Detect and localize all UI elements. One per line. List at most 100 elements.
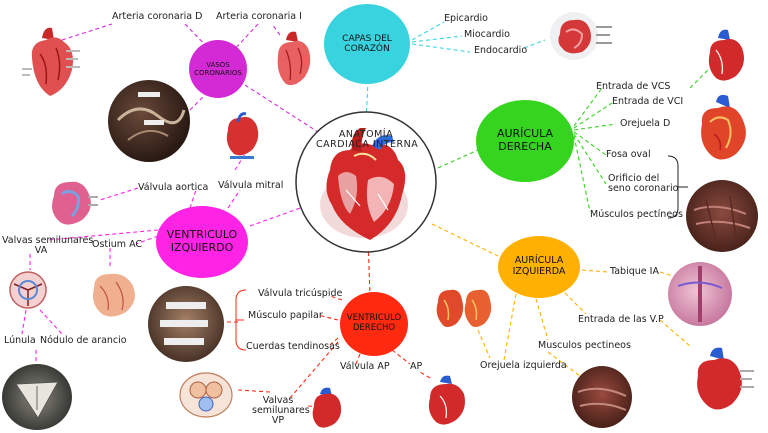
heart-illustration-icon bbox=[550, 12, 612, 60]
label-musculo-papilar: Músculo papilar bbox=[248, 310, 323, 321]
heart-illustration-icon bbox=[701, 94, 746, 160]
connector-aortica bbox=[189, 189, 197, 209]
label-valvula-aortica: Válvula aortica bbox=[138, 182, 209, 193]
connector-pectineos-i bbox=[533, 291, 549, 341]
heart-illustration-icon bbox=[52, 181, 98, 225]
label-valvula-ap: Válvula AP bbox=[340, 361, 390, 372]
node-vd-line1: VENTRICULO bbox=[346, 313, 402, 324]
connector-arteria-d-pic bbox=[61, 23, 113, 41]
node-ai-line2: IZQUIERDA bbox=[512, 266, 566, 277]
label-arteria-coronaria-d: Arteria coronaria D bbox=[112, 11, 203, 22]
heart-illustration-icon bbox=[22, 27, 80, 96]
heart-illustration-icon bbox=[226, 112, 259, 159]
label-valvula-tricuspide: Válvula tricúspide bbox=[258, 288, 343, 299]
connector-fosa-oval bbox=[573, 131, 607, 156]
tissue-photo-icon bbox=[686, 180, 758, 252]
label-orificio-line1: Orificio del bbox=[608, 173, 660, 184]
label-ostium-ac: Ostium AC bbox=[92, 239, 143, 250]
label-valvas-va-line1: Valvas semilunares bbox=[2, 235, 94, 246]
connector-capas-pic bbox=[523, 39, 546, 49]
center-heart-icon bbox=[320, 128, 408, 240]
center-title: ANATOMÍA CARDIACA INTERNA bbox=[316, 129, 419, 150]
heart-illustration-icon bbox=[428, 375, 465, 425]
connector-vasos-photo bbox=[189, 87, 213, 111]
label-miocardio: Miocardio bbox=[464, 29, 510, 40]
label-valvula-mitral: Válvula mitral bbox=[218, 180, 284, 191]
connector-valvas-va bbox=[47, 229, 159, 241]
label-tabique-ia: Tabique IA bbox=[610, 266, 659, 277]
label-entrada-vcs: Entrada de VCS bbox=[596, 81, 671, 92]
connector-vasos-center bbox=[244, 84, 319, 133]
tissue-photo-icon bbox=[148, 286, 224, 362]
label-nodulo-arancio: Nódulo de arancio bbox=[40, 335, 127, 346]
heart-illustration-icon bbox=[93, 273, 135, 317]
connector-cuerdas bbox=[329, 337, 339, 346]
heart-illustration-icon bbox=[277, 31, 311, 86]
connector-orejuela-i bbox=[503, 293, 517, 361]
connector-ap bbox=[391, 349, 411, 365]
label-valvas-va-line2: VA bbox=[34, 244, 48, 256]
label-entrada-vp: Entrada de las V.P bbox=[578, 314, 664, 325]
label-arteria-coronaria-i: Arteria coronaria I bbox=[216, 11, 302, 22]
connector-endocardio bbox=[411, 43, 471, 53]
label-orificio-line2: seno coronario bbox=[608, 182, 679, 194]
connector-orejuela-d bbox=[573, 123, 617, 131]
node-vd-line2: DERECHO bbox=[352, 323, 396, 333]
connector-vi-center bbox=[249, 205, 307, 227]
label-orejuela-d: Orejuela D bbox=[620, 118, 671, 129]
heart-illustration-icon bbox=[436, 289, 492, 327]
valve-illustration-icon bbox=[179, 372, 233, 418]
connector-orejuela-i-pic bbox=[477, 329, 491, 359]
node-ad-line1: AURÍCULA bbox=[496, 127, 554, 141]
label-valvas-vp-line1: Valvas bbox=[262, 395, 294, 406]
connector-valvula-ap bbox=[355, 353, 361, 365]
connector-vcs bbox=[573, 87, 603, 127]
label-endocardio: Endocardio bbox=[474, 45, 528, 56]
node-vi-line1: VENTRICULO bbox=[166, 228, 238, 242]
label-epicardio: Epicardio bbox=[444, 13, 488, 24]
node-capas-line1: CAPAS DEL bbox=[342, 33, 392, 44]
label-valvas-semilunares-vp: Valvas semilunares VP bbox=[252, 395, 310, 426]
connector-nodulo bbox=[39, 309, 63, 335]
connector-valvas-vp-pic bbox=[237, 389, 271, 393]
connector-ad-center bbox=[437, 149, 479, 169]
label-ap: AP bbox=[410, 361, 423, 372]
label-lunula: Lúnula bbox=[4, 335, 36, 346]
center-title-line2: CARDIACA INTERNA bbox=[316, 138, 419, 150]
label-valvas-vp-line2: semilunares bbox=[252, 404, 310, 416]
label-musculos-pectineos-d: Músculos pectíneos bbox=[590, 209, 683, 220]
connector-epicardio bbox=[411, 21, 445, 41]
heart-illustration-icon bbox=[312, 387, 342, 428]
tissue-photo-icon bbox=[2, 364, 72, 430]
center-title-line1: ANATOMÍA bbox=[338, 129, 394, 140]
connector-tricuspide bbox=[329, 295, 343, 301]
connector-valvas-vp bbox=[289, 341, 339, 399]
connector-tabique bbox=[581, 269, 609, 273]
connector-miocardio bbox=[411, 35, 463, 43]
node-vi-line2: IZQUIERDO bbox=[170, 241, 234, 254]
label-entrada-vci: Entrada de VCI bbox=[612, 96, 684, 107]
label-valvas-semilunares-va: Valvas semilunares VA bbox=[2, 235, 94, 256]
node-ad-line2: DERECHA bbox=[498, 140, 552, 153]
heart-illustration-icon bbox=[708, 29, 744, 81]
connector-papilar bbox=[317, 314, 339, 321]
connector-entrada-vp bbox=[559, 287, 587, 315]
heart-illustration-icon bbox=[668, 262, 732, 326]
tissue-photo-icon bbox=[572, 366, 632, 428]
node-vasos-line1: VASOS bbox=[206, 60, 230, 69]
connector-pectineos-d bbox=[573, 135, 591, 213]
tissue-photo-icon bbox=[108, 80, 190, 162]
label-orejuela-izquierda: Orejuela izquierda bbox=[480, 360, 567, 371]
label-orificio-seno-coronario: Orificio del seno coronario bbox=[608, 174, 678, 194]
valve-illustration-icon bbox=[9, 271, 47, 309]
connector-orificio bbox=[573, 133, 607, 185]
label-valvas-vp-line3: VP bbox=[271, 414, 285, 426]
label-cuerdas-tendinosas: Cuerdas tendinosas bbox=[246, 341, 340, 352]
